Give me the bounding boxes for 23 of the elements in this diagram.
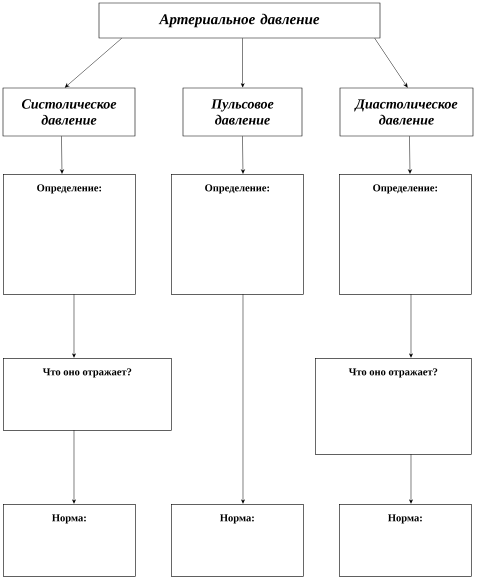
- answer-box: Определение:: [3, 174, 136, 295]
- arrow: [60, 136, 64, 174]
- answer-box: Что оно отражает?: [3, 358, 172, 431]
- answer-box: Норма:: [171, 504, 304, 577]
- arrow: [408, 136, 412, 174]
- arrow: [72, 294, 76, 358]
- arrow: [409, 454, 413, 504]
- answer-box: Определение:: [339, 174, 472, 295]
- concept-box: Пульсовое давление: [182, 88, 302, 136]
- concept-box: Систолическое давление: [2, 88, 136, 136]
- answer-box: Норма:: [339, 504, 472, 577]
- arrow: [241, 294, 245, 504]
- arrow: [409, 294, 413, 358]
- answer-box: Что оно отражает?: [315, 358, 472, 455]
- answer-box: Норма:: [3, 504, 136, 577]
- concept-box: Диастолическое давление: [340, 88, 474, 136]
- arrow: [72, 430, 76, 504]
- arrow: [240, 38, 245, 88]
- title-box: Артериальное давление: [98, 2, 380, 38]
- answer-box: Определение:: [171, 174, 304, 295]
- arrow: [241, 136, 245, 174]
- arrow: [374, 38, 408, 88]
- arrow: [64, 38, 122, 88]
